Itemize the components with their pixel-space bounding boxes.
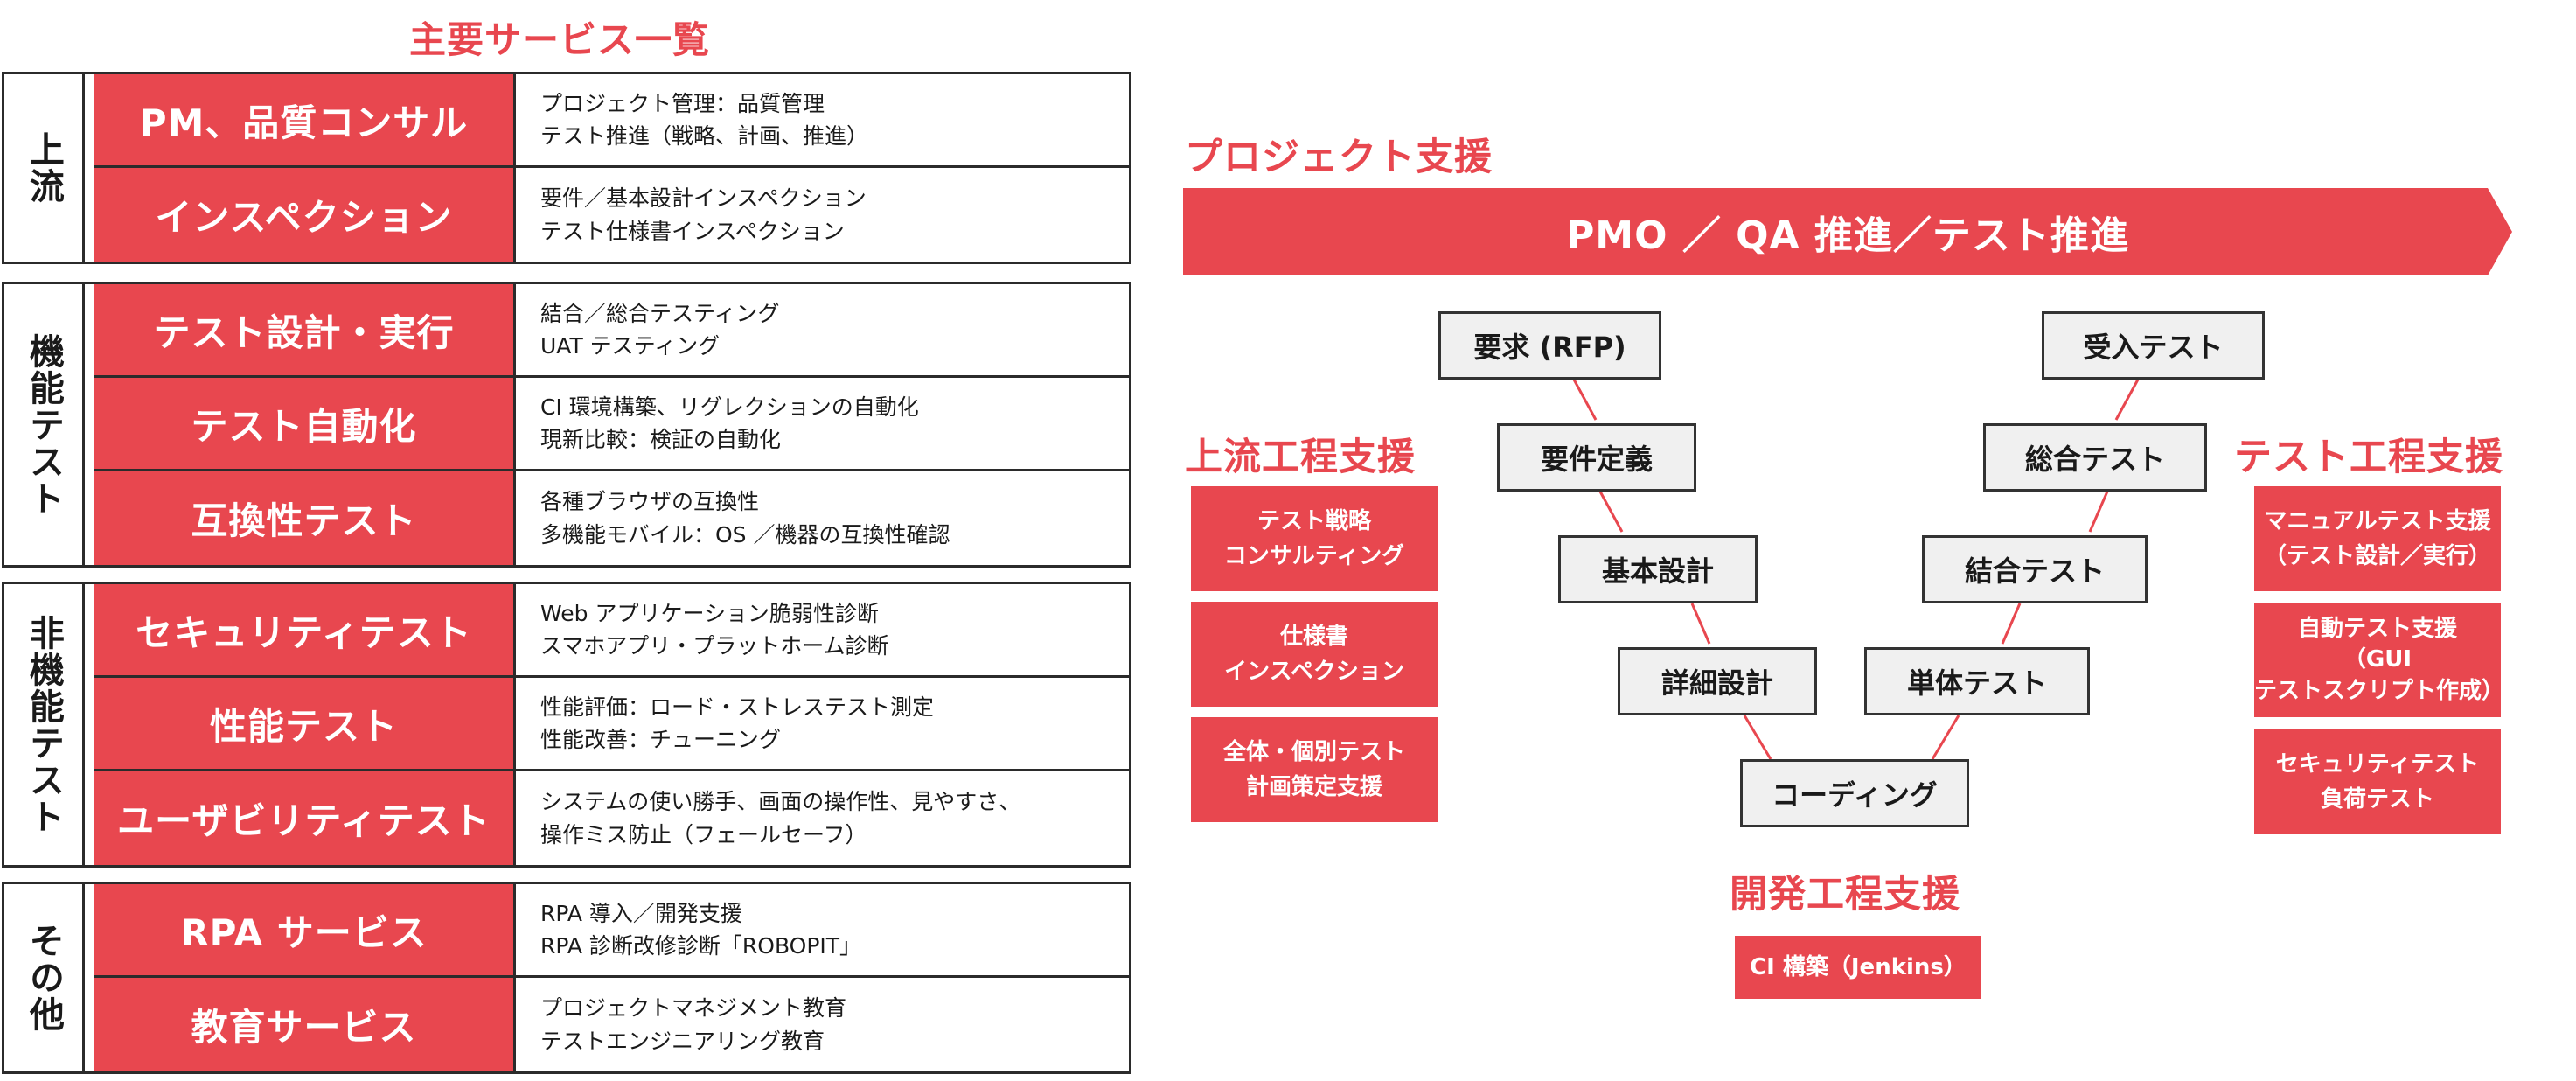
- v-box-integration-test: 結合テスト: [1922, 535, 2148, 603]
- dev-support-item-line: CI 構築（Jenkins）: [1750, 953, 1967, 980]
- service-row: 性能テスト 性能評価：ロード・ストレステスト測定性能改善：チューニング: [94, 678, 1129, 771]
- test-support-item-line: （GUI: [2343, 646, 2412, 673]
- test-support-item: 自動テスト支援 （GUI テストスクリプト作成）: [2254, 603, 2505, 717]
- upstream-item-line: コンサルティング: [1223, 543, 1405, 569]
- service-row: インスペクション 要件／基本設計インスペクションテスト仕様書インスペクション: [94, 168, 1129, 262]
- connector-line: [2001, 603, 2022, 645]
- dev-support-item: CI 構築（Jenkins）: [1735, 936, 1981, 999]
- service-desc: テスト推進（戦略、計画、推進）: [540, 123, 869, 149]
- service-name: RPA サービス: [94, 884, 516, 975]
- test-support-item-line: 自動テスト支援: [2297, 616, 2457, 643]
- service-name: 性能テスト: [94, 678, 516, 769]
- service-desc: 性能評価：ロード・ストレステスト測定: [540, 694, 935, 720]
- project-support-title: プロジェクト支援: [1185, 136, 1493, 179]
- service-desc: RPA 診断改修診断「ROBOPIT」: [540, 933, 862, 959]
- service-desc: 結合／総合テスティング: [540, 300, 780, 326]
- connector-line: [1598, 491, 1624, 533]
- service-desc: 各種ブラウザの互換性: [540, 489, 760, 514]
- upstream-item-line: 計画策定支援: [1245, 774, 1382, 800]
- test-support-item-line: テストスクリプト作成）: [2254, 677, 2505, 704]
- service-row: 互換性テスト 各種ブラウザの互換性多機能モバイル：OS ／機器の互換性確認: [94, 471, 1129, 565]
- service-row: RPA サービス RPA 導入／開発支援 RPA 診断改修診断「ROBOPIT」: [94, 884, 1129, 978]
- service-row: 教育サービス プロジェクトマネジメント教育テストエンジニアリング教育: [94, 978, 1129, 1071]
- service-desc: Web アプリケーション脆弱性診断: [540, 600, 879, 626]
- connector-line: [1690, 603, 1711, 645]
- group-upstream: 上流 PM、品質コンサル プロジェクト管理：品質管理テスト推進（戦略、計画、推進…: [2, 72, 1131, 264]
- service-row: ユーザビリティテスト システムの使い勝手、画面の操作性、見やすさ、操作ミス防止（…: [94, 771, 1129, 865]
- service-name: テスト設計・実行: [94, 284, 516, 375]
- service-row: テスト設計・実行 結合／総合テスティング UAT テスティング: [94, 284, 1129, 378]
- upstream-item: 仕様書 インスペクション: [1191, 602, 1438, 707]
- upstream-item: 全体・個別テスト 計画策定支援: [1191, 717, 1438, 822]
- connector-line: [1572, 379, 1598, 421]
- upstream-support-title: 上流工程支援: [1185, 436, 1416, 479]
- service-desc: UAT テスティング: [540, 333, 721, 359]
- service-name: 教育サービス: [94, 978, 516, 1071]
- test-support-item-line: （テスト設計／実行）: [2263, 543, 2491, 569]
- service-desc: 要件／基本設計インスペクション: [540, 185, 867, 211]
- test-support-title: テスト工程支援: [2234, 436, 2503, 479]
- v-box-requirements: 要求 (RFP): [1438, 311, 1661, 380]
- upstream-item-line: インスペクション: [1224, 659, 1404, 685]
- service-name: セキュリティテスト: [94, 584, 516, 675]
- group-label: 機能テスト: [4, 284, 85, 565]
- service-name: テスト自動化: [94, 378, 516, 469]
- service-desc: テストエンジニアリング教育: [540, 1028, 825, 1054]
- test-support-item: マニュアルテスト支援 （テスト設計／実行）: [2254, 486, 2501, 591]
- v-box-unit-test: 単体テスト: [1864, 647, 2090, 715]
- upstream-item-line: 仕様書: [1279, 623, 1348, 650]
- services-title: 主要サービス一覧: [408, 18, 710, 61]
- service-desc: プロジェクト管理：品質管理: [540, 90, 825, 116]
- upstream-item: テスト戦略 コンサルティング: [1191, 486, 1438, 591]
- connector-line: [1743, 715, 1772, 760]
- v-box-requirements-definition: 要件定義: [1497, 423, 1696, 492]
- test-support-item-line: セキュリティテスト: [2275, 750, 2480, 778]
- v-box-detailed-design: 詳細設計: [1618, 647, 1817, 715]
- service-desc: プロジェクトマネジメント教育: [540, 995, 847, 1021]
- group-other: その他 RPA サービス RPA 導入／開発支援 RPA 診断改修診断「ROBOP…: [2, 882, 1131, 1074]
- service-name: ユーザビリティテスト: [94, 771, 516, 865]
- service-row: セキュリティテスト Web アプリケーション脆弱性診断スマホアプリ・プラットホー…: [94, 584, 1129, 678]
- connector-line: [2088, 491, 2109, 533]
- service-desc: 現新比較：検証の自動化: [540, 427, 782, 452]
- connector-line: [2114, 379, 2140, 421]
- service-desc: スマホアプリ・プラットホーム診断: [540, 633, 889, 659]
- v-box-system-test: 総合テスト: [1983, 423, 2207, 492]
- group-nonfunctional-test: 非機能テスト セキュリティテスト Web アプリケーション脆弱性診断スマホアプリ…: [2, 582, 1131, 868]
- test-support-item-line: 負荷テスト: [2320, 786, 2434, 812]
- v-box-acceptance-test: 受入テスト: [2042, 311, 2265, 380]
- service-desc: RPA 導入／開発支援: [540, 900, 742, 926]
- service-name: インスペクション: [94, 168, 516, 262]
- upstream-item-line: 全体・個別テスト: [1222, 738, 1405, 765]
- service-name: 互換性テスト: [94, 471, 516, 565]
- test-support-item-line: マニュアルテスト支援: [2264, 507, 2491, 534]
- service-desc: テスト仕様書インスペクション: [540, 218, 845, 244]
- service-desc: 性能改善：チューニング: [540, 727, 782, 752]
- service-desc: 多機能モバイル：OS ／機器の互換性確認: [540, 521, 950, 547]
- pmo-banner: PMO ／ QA 推進／テスト推進: [1183, 188, 2512, 275]
- dev-support-title: 開発工程支援: [1730, 873, 1960, 917]
- group-label: 上流: [4, 74, 85, 262]
- group-functional-test: 機能テスト テスト設計・実行 結合／総合テスティング UAT テスティング テスト…: [2, 282, 1131, 568]
- service-desc: 操作ミス防止（フェールセーフ）: [540, 821, 867, 847]
- upstream-item-line: テスト戦略: [1257, 507, 1371, 534]
- test-support-item: セキュリティテスト 負荷テスト: [2254, 729, 2501, 834]
- connector-line: [1931, 715, 1960, 760]
- service-desc: システムの使い勝手、画面の操作性、見やすさ、: [540, 789, 1021, 814]
- service-row: テスト自動化 CI 環境構築、リグレクションの自動化現新比較：検証の自動化: [94, 378, 1129, 471]
- service-name: PM、品質コンサル: [94, 74, 516, 165]
- v-box-basic-design: 基本設計: [1558, 535, 1758, 603]
- service-row: PM、品質コンサル プロジェクト管理：品質管理テスト推進（戦略、計画、推進）: [94, 74, 1129, 168]
- service-desc: CI 環境構築、リグレクションの自動化: [540, 394, 919, 420]
- group-label: その他: [4, 884, 85, 1071]
- v-box-coding: コーディング: [1740, 759, 1969, 827]
- group-label: 非機能テスト: [4, 584, 85, 865]
